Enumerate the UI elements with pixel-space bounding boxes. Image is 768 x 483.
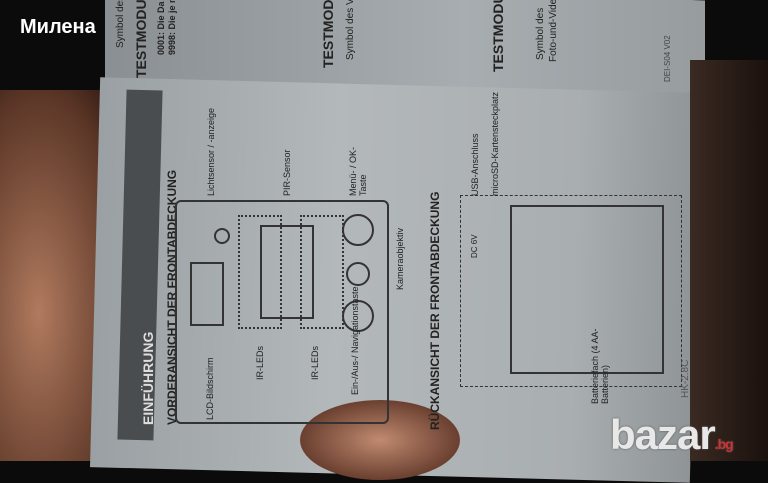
back-cover-diagram [460, 195, 682, 387]
logo-tld: .bg [714, 436, 734, 452]
testmodus-text-3a: Symbol des [535, 7, 546, 60]
testmodus-text-1: Symbol des [115, 0, 126, 48]
label-ir-leds-1: IR-LEDs [255, 345, 265, 380]
label-microsd: microSD-Kartensteckplatz [490, 91, 500, 196]
label-light-sensor: Lichtsensor / -anzeige [206, 107, 216, 196]
label-power: Ein-/Aus-/ Navigationstaste [350, 286, 360, 395]
code-line-2: 9998: Die je n [167, 0, 177, 55]
bazar-logo: bazar.bg [610, 411, 734, 458]
book-edge [690, 60, 768, 461]
right-page-footer: DEI-S04 V02 [663, 35, 672, 82]
power-button [342, 300, 374, 332]
front-cover-diagram [175, 200, 389, 424]
left-page-footer: HK-2.8C [680, 359, 691, 398]
battery-compartment [510, 205, 664, 374]
logo-main: bazar [610, 411, 716, 458]
label-menu-ok: Menü- / OK-Taste [348, 146, 368, 196]
camera-lens [346, 262, 370, 286]
label-usb: USB-Anschluss [470, 133, 480, 196]
label-lcd: LCD-Bildschirm [205, 357, 215, 420]
ir-leds-diagram-2 [300, 215, 344, 329]
pir-sensor-diagram [260, 225, 314, 319]
user-watermark: Милена [20, 16, 96, 38]
menu-ok-button [342, 214, 374, 246]
label-pir: PIR-Sensor [282, 149, 292, 196]
testmodus-heading-1: TESTMODUS [133, 0, 149, 78]
testmodus-text-3b: Foto-und-Video [548, 0, 559, 62]
ir-leds-diagram [238, 215, 282, 329]
lcd-screen [190, 262, 224, 326]
label-battery: Batteriefach (4 AA-Batterien) [590, 328, 610, 404]
dc-label: DC 6V [470, 234, 479, 258]
back-title: RÜCKANSICHT DER FRONTABDECKUNG [428, 191, 442, 430]
section-title: EINFÜHRUNG [140, 331, 156, 425]
testmodus-heading-2: TESTMODUS [320, 0, 336, 68]
code-line-1: 0001: Die Da [156, 1, 166, 55]
label-ir-leds-2: IR-LEDs [310, 345, 320, 380]
label-lens: Kameraobjektiv [395, 227, 405, 290]
testmodus-heading-3: TESTMODUS [490, 0, 506, 72]
testmodus-text-2: Symbol des Vid [345, 0, 356, 60]
light-sensor [214, 228, 230, 244]
